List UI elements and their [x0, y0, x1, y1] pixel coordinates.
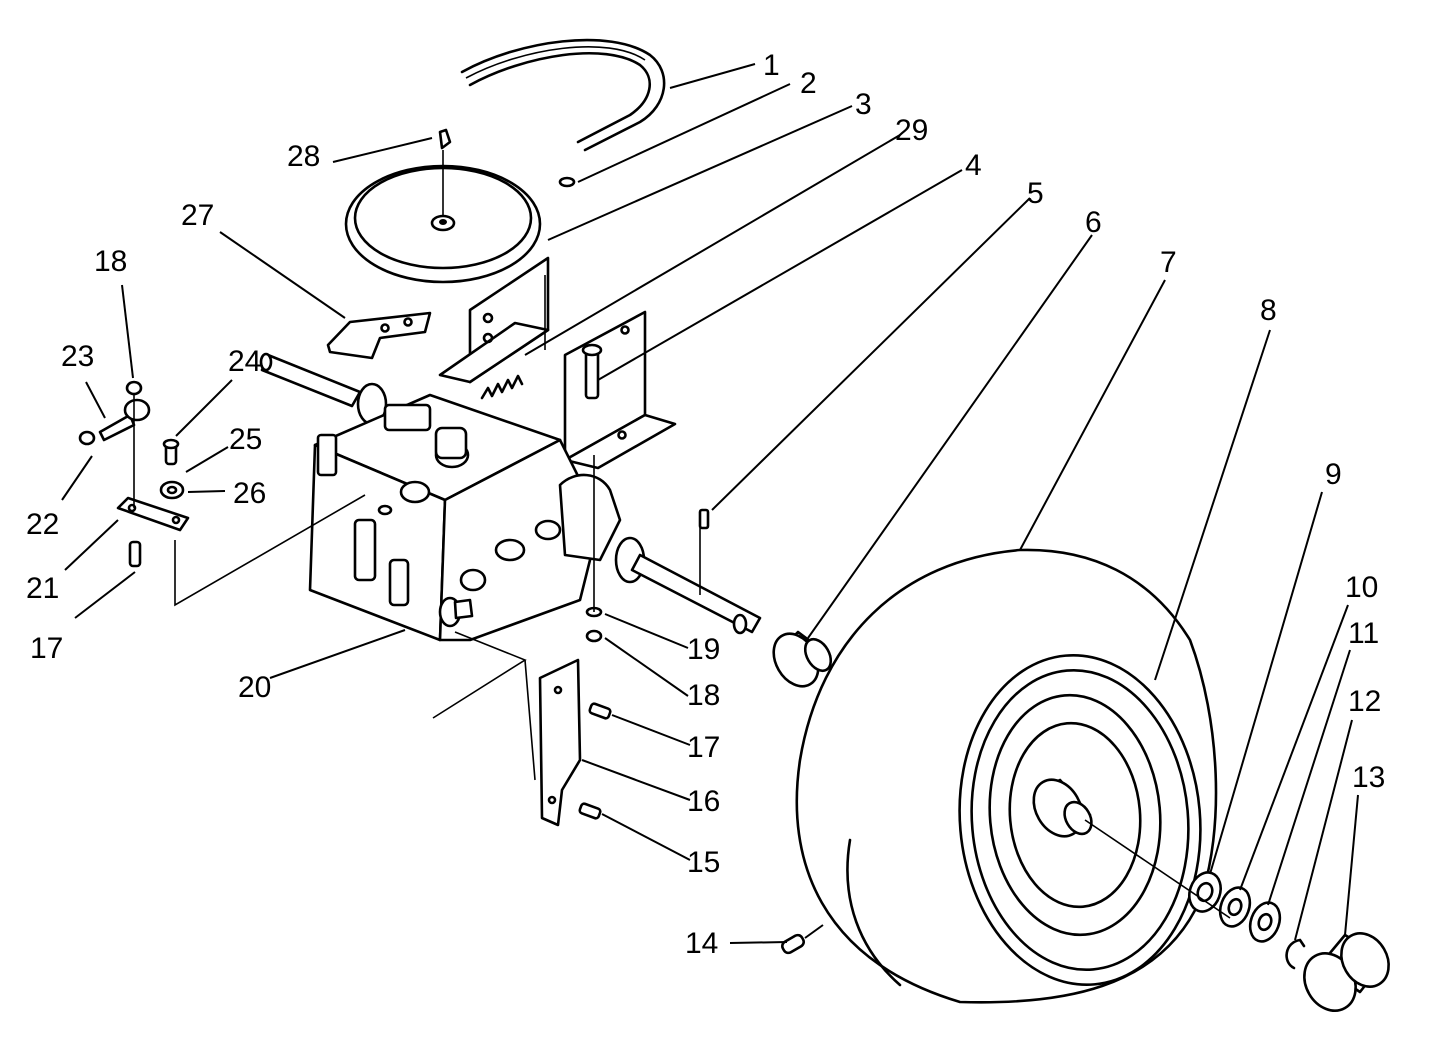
callout-23: 23: [61, 340, 94, 373]
bolt-25: [162, 438, 180, 466]
washer-26: [159, 480, 185, 500]
callout-14: 14: [685, 927, 718, 960]
callout-12: 12: [1348, 685, 1381, 718]
valve-stem: [781, 933, 805, 955]
washer-9: [1188, 871, 1222, 913]
bolt-17-linkage: [128, 540, 142, 568]
nut-18-upper: [125, 380, 143, 396]
nut-18-lower: [585, 629, 603, 643]
drive-pulley: [344, 150, 542, 284]
callout-1: 1: [763, 49, 780, 82]
hub-cap: [1303, 932, 1390, 1012]
set-screw: [558, 176, 576, 188]
callout-22: 22: [26, 508, 59, 541]
callout-10: 10: [1345, 571, 1378, 604]
spacer-bushing: [772, 630, 833, 688]
callout-24: 24: [228, 345, 261, 378]
transaxle-housing: [308, 393, 646, 642]
callout-9: 9: [1325, 458, 1342, 491]
assembly-guide-lines: [133, 275, 1231, 919]
callout-8: 8: [1260, 294, 1277, 327]
callout-21: 21: [26, 572, 59, 605]
link-rod-end: [98, 398, 151, 442]
callout-20: 20: [238, 671, 271, 704]
callout-29: 29: [895, 114, 928, 147]
callout-18-upper: 18: [94, 245, 127, 278]
callout-19: 19: [687, 633, 720, 666]
callout-17-plate: 17: [687, 731, 720, 764]
plate-bolt-15: [578, 802, 602, 820]
retaining-ring: [1285, 938, 1306, 970]
callout-6: 6: [1085, 206, 1102, 239]
callout-numbers: 1 2 3 29 4 5 6 7 8 9 10 11 12 13 14 15 1…: [26, 49, 1385, 960]
wheel-hub: [1032, 778, 1093, 838]
callout-15: 15: [687, 846, 720, 879]
callout-11: 11: [1348, 617, 1379, 650]
mounting-plate: [538, 658, 582, 827]
callout-25: 25: [229, 423, 262, 456]
idler-bracket: [438, 256, 550, 400]
callout-3: 3: [855, 88, 872, 121]
callout-4: 4: [965, 149, 982, 182]
pulley-key: [438, 128, 452, 150]
shaft-key: [698, 508, 710, 530]
shift-shaft: [259, 352, 388, 426]
axle-shaft-left: [453, 598, 474, 620]
callout-13: 13: [1352, 761, 1385, 794]
callout-16: 16: [687, 785, 720, 818]
callout-17-linkage: 17: [30, 632, 63, 665]
angle-bracket: [563, 310, 677, 470]
leader-lines: [61, 63, 1359, 944]
callout-28: 28: [287, 140, 320, 173]
drive-belt: [460, 38, 666, 152]
callout-7: 7: [1160, 246, 1177, 279]
plate-bolt-17: [588, 702, 612, 720]
link-plate: [116, 496, 190, 532]
shift-plate: [326, 311, 432, 360]
axle-shaft-right: [630, 553, 762, 635]
callout-26: 26: [233, 477, 266, 510]
callout-18-lower: 18: [687, 679, 720, 712]
callout-2: 2: [800, 67, 817, 100]
washer-11: [1248, 901, 1282, 943]
callout-27: 27: [181, 199, 214, 232]
callout-5: 5: [1027, 177, 1044, 210]
nut-22: [78, 430, 96, 446]
